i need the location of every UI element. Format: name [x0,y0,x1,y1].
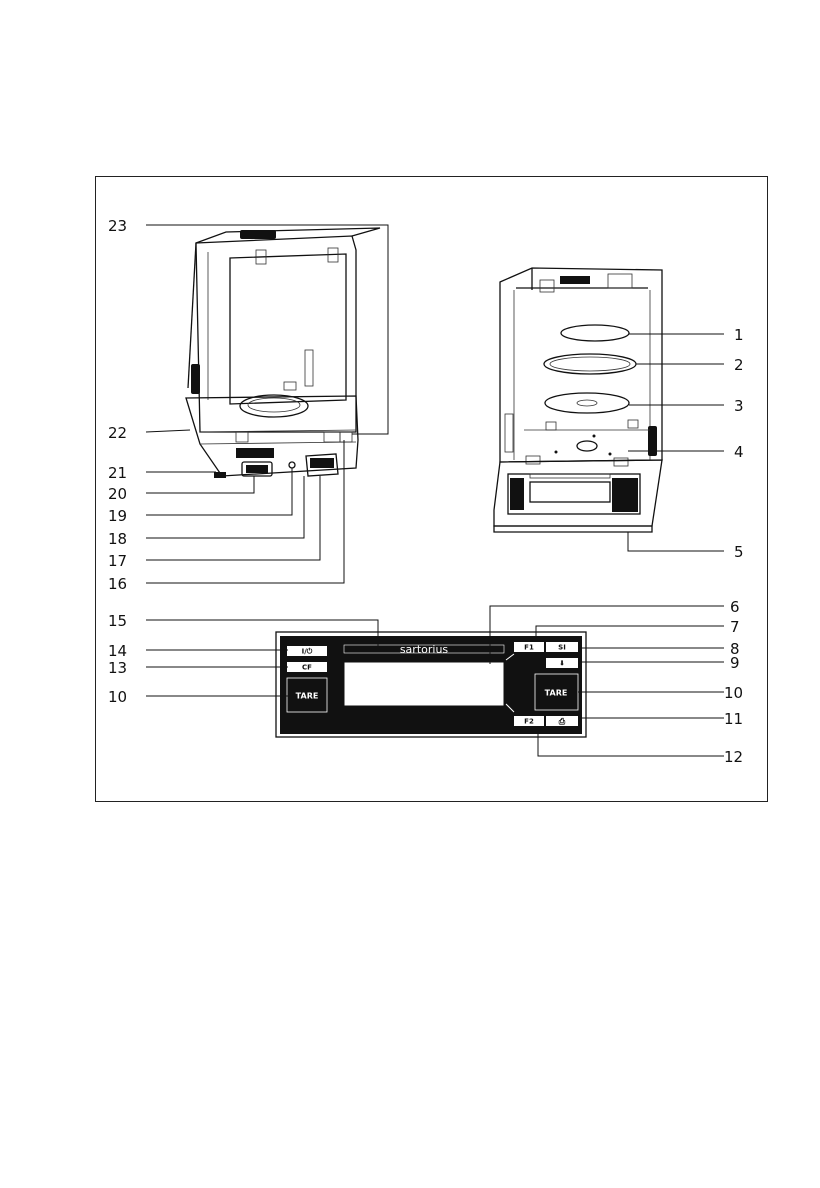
callout-10-right: 10 [724,684,743,702]
front-view-balance [494,268,662,532]
callout-9: 9 [730,654,740,672]
callout-23: 23 [108,217,127,235]
callout-21: 21 [108,464,127,482]
key-f2[interactable]: F2 [524,718,534,726]
callout-2: 2 [734,356,744,374]
callout-10-left: 10 [108,688,127,706]
key-onoff[interactable]: I/⏻ [302,648,313,656]
key-f1[interactable]: F1 [524,644,534,652]
key-tare-right[interactable]: TARE [545,689,568,698]
callout-14: 14 [108,642,127,660]
key-tare-left[interactable]: TARE [296,692,319,701]
callout-1: 1 [734,326,744,344]
callout-19: 19 [108,507,127,525]
callout-7: 7 [730,618,740,636]
callout-13: 13 [108,659,127,677]
callout-12: 12 [724,748,743,766]
callout-3: 3 [734,397,744,415]
callout-16: 16 [108,575,127,593]
key-si[interactable]: SI [558,644,566,652]
key-down[interactable]: ⬇ [559,660,565,668]
callout-5: 5 [734,543,744,561]
brand-logo: sartorius [400,643,449,656]
callout-20: 20 [108,485,127,503]
callout-15: 15 [108,612,127,630]
control-panel: sartorius I/⏻ CF TARE F1 SI ⬇ TARE ⎙ F2 [276,632,586,737]
callout-22: 22 [108,424,127,442]
callout-17: 17 [108,552,127,570]
callout-18: 18 [108,530,127,548]
callout-6: 6 [730,598,740,616]
callout-11: 11 [724,710,743,728]
rear-view-balance [186,228,380,478]
key-cf[interactable]: CF [302,664,312,672]
callout-4: 4 [734,443,744,461]
key-print[interactable]: ⎙ [558,716,566,726]
